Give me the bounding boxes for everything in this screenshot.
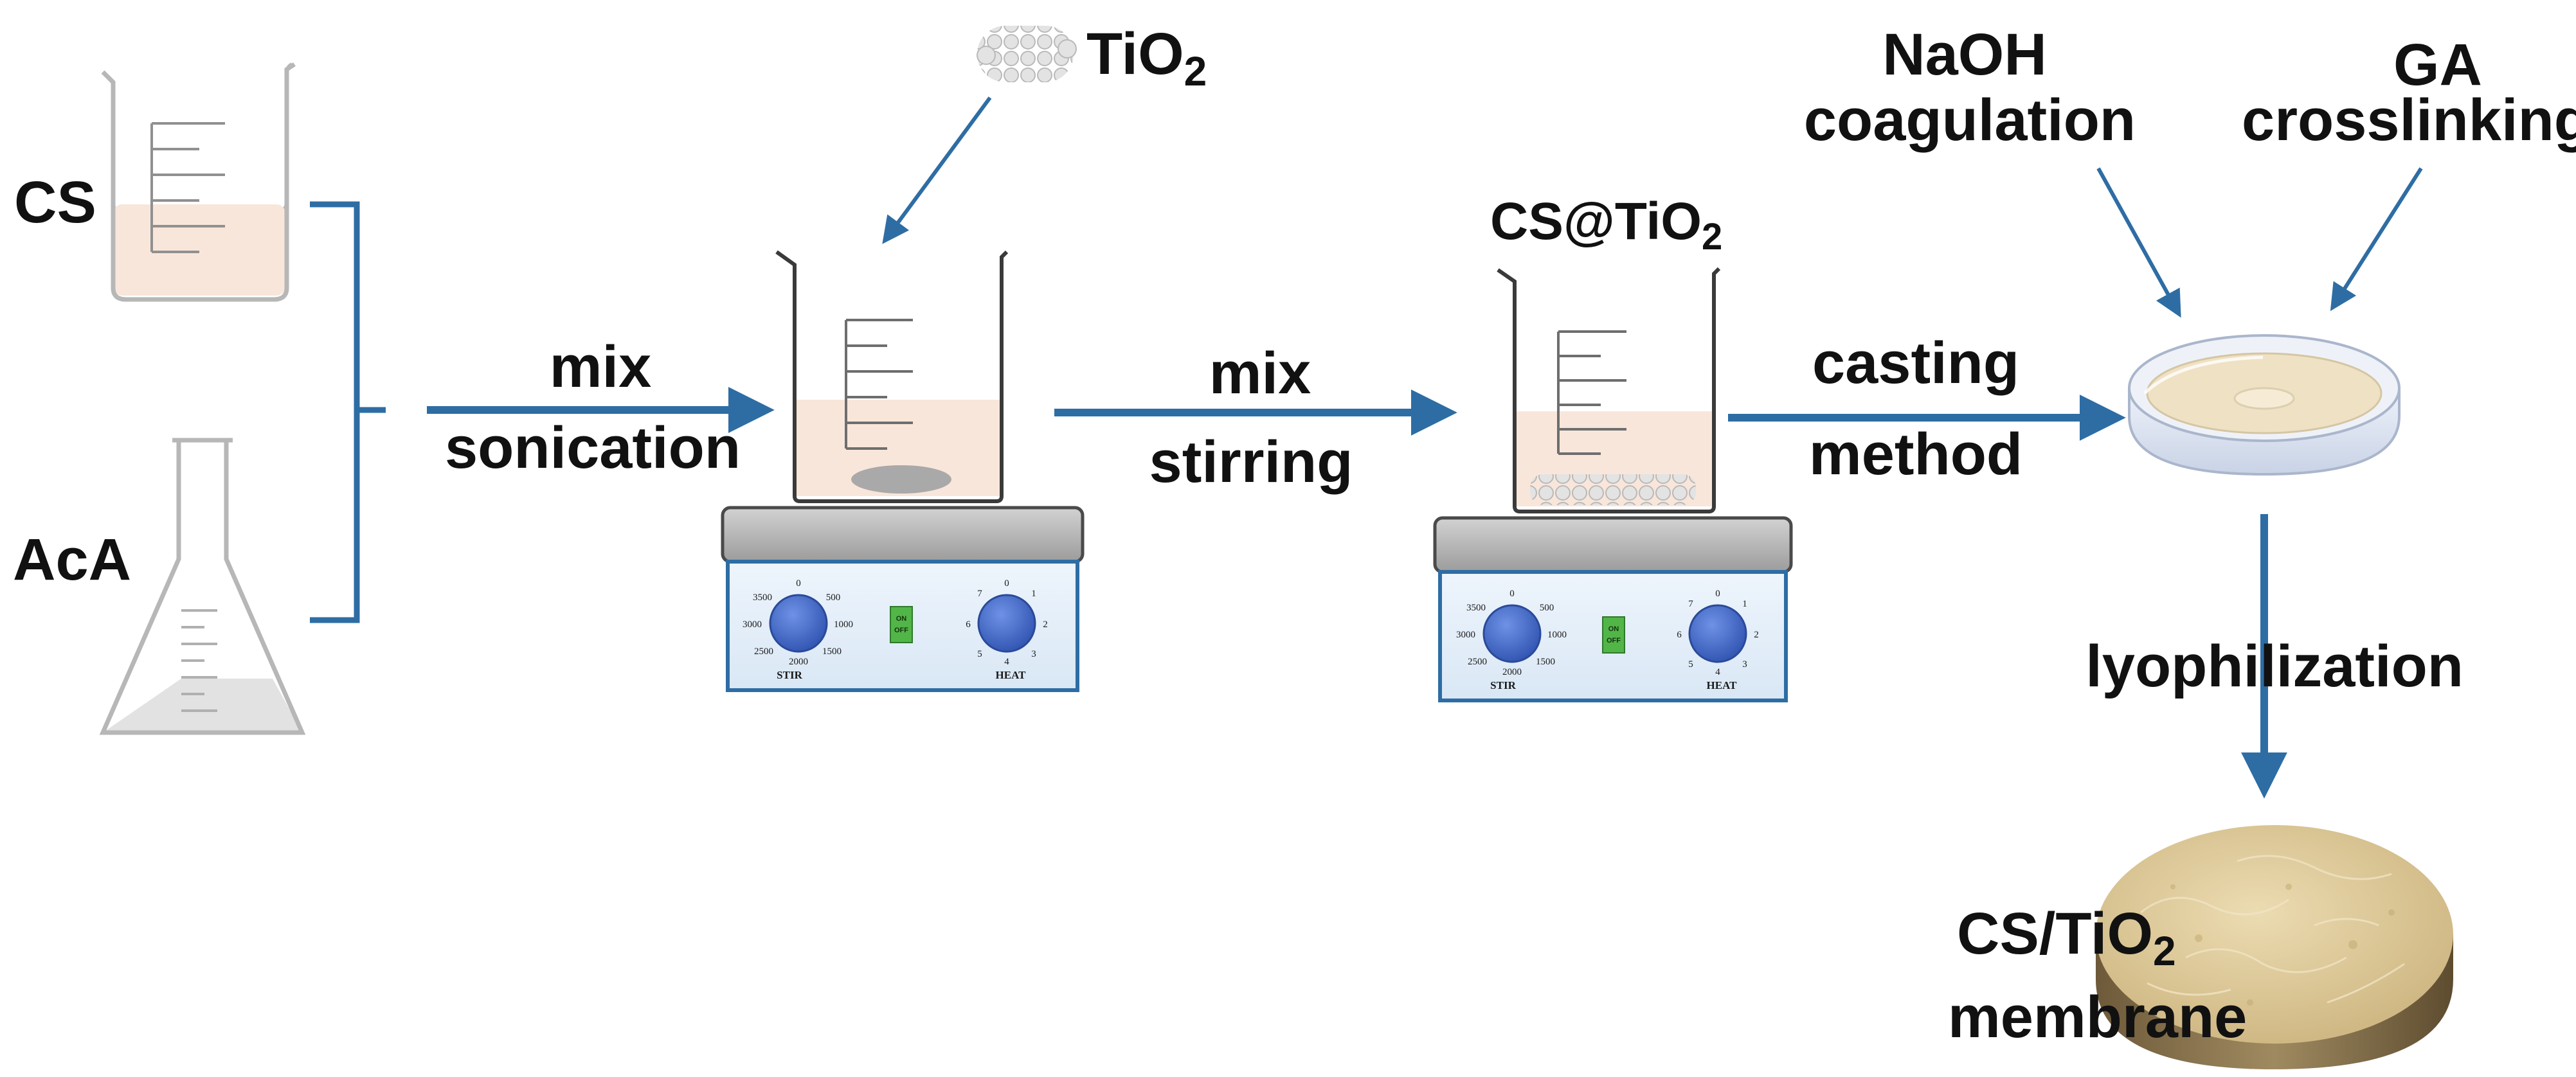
- stir-tick-500: 500: [826, 592, 841, 603]
- stirring-label: stirring: [1149, 429, 1353, 495]
- naoh-arrow: [2096, 167, 2181, 318]
- cs-tio2-label: CS@TiO2: [1490, 192, 1722, 258]
- mix-label-2: mix: [1209, 341, 1311, 406]
- stir-tick-1500: 1500: [822, 646, 842, 657]
- heat2-tick-4: 4: [1715, 667, 1720, 677]
- ga-arrow: [2330, 167, 2423, 312]
- beaker-composite: [1497, 267, 1721, 513]
- heat-tick-2: 2: [1043, 619, 1048, 630]
- stir-tick-0: 0: [796, 578, 801, 589]
- stir-tick-3500: 3500: [753, 592, 772, 603]
- stirrer-hotplate-1: 0 500 1000 1500 2000 2500 3000 3500 STIR…: [721, 506, 1085, 692]
- heat2-caption: HEAT: [1707, 679, 1738, 691]
- heat2-tick-0: 0: [1715, 589, 1720, 599]
- heat2-tick-1: 1: [1742, 599, 1747, 609]
- on-off-switch[interactable]: [890, 606, 913, 643]
- aca-flask: [99, 438, 306, 735]
- heat-tick-0: 0: [1004, 578, 1009, 589]
- mix-label: mix: [550, 334, 652, 400]
- switch2-on-label: ON: [1608, 625, 1619, 633]
- membrane-label-line2: membrane: [1948, 984, 2247, 1050]
- heat-tick-7: 7: [977, 589, 982, 599]
- settled-tio2-particles: [1530, 474, 1696, 505]
- stir-tick-2000: 2000: [789, 657, 808, 667]
- stir-caption: STIR: [777, 669, 802, 681]
- casting-label: casting: [1812, 330, 2019, 396]
- tio2-label: TiO2: [1086, 21, 1207, 94]
- aca-label: AcA: [13, 527, 131, 592]
- stir-knob-2[interactable]: [1482, 604, 1542, 663]
- heat-tick-1: 1: [1031, 589, 1036, 599]
- crosslinking-label: crosslinking: [2242, 87, 2576, 153]
- tio2-label-main: TiO: [1086, 21, 1184, 87]
- heat-tick-6: 6: [966, 619, 971, 630]
- stir-tick-3000: 3000: [743, 619, 762, 630]
- stir2-tick-3000: 3000: [1456, 630, 1475, 640]
- heat-caption: HEAT: [996, 669, 1027, 681]
- stir-tick-2500: 2500: [754, 646, 773, 657]
- method-label: method: [1809, 422, 2022, 487]
- merge-bracket: [310, 201, 386, 623]
- coagulation-label: coagulation: [1804, 87, 2136, 153]
- beaker-dispersion: [775, 250, 1009, 503]
- heat-tick-4: 4: [1004, 657, 1009, 667]
- ga-label: GA: [2393, 32, 2482, 98]
- heat-knob-2[interactable]: [1688, 604, 1747, 663]
- stir2-tick-2500: 2500: [1468, 657, 1487, 667]
- cs-label: CS: [14, 170, 96, 235]
- on-off-switch-2[interactable]: [1602, 616, 1625, 654]
- membrane-label-main: CS/TiO: [1957, 901, 2153, 966]
- cs-tio2-label-subscript: 2: [1702, 216, 1722, 258]
- lyophilization-label: lyophilization: [2085, 634, 2463, 699]
- stir2-tick-0: 0: [1509, 589, 1515, 599]
- heat-knob[interactable]: [977, 594, 1036, 653]
- tio2-label-subscript: 2: [1184, 48, 1207, 94]
- heat2-tick-7: 7: [1688, 599, 1693, 609]
- membrane-disc-icon: [2096, 825, 2453, 1069]
- stir2-caption: STIR: [1490, 679, 1516, 691]
- stirrer-hotplate-2: 0 500 1000 1500 2000 2500 3000 3500 STIR…: [1433, 516, 1793, 702]
- membrane-label-subscript: 2: [2153, 928, 2176, 974]
- stir-knob[interactable]: [769, 594, 828, 653]
- switch-on-label: ON: [896, 615, 907, 623]
- sonication-label: sonication: [445, 415, 741, 481]
- tio2-addition-arrow: [882, 96, 992, 244]
- heat2-tick-5: 5: [1688, 659, 1693, 670]
- stir2-tick-1500: 1500: [1536, 657, 1555, 667]
- stir2-tick-1000: 1000: [1547, 630, 1567, 640]
- membrane-label-line1: CS/TiO2: [1957, 901, 2176, 974]
- stir2-tick-2000: 2000: [1502, 667, 1522, 677]
- heat-tick-5: 5: [977, 649, 982, 659]
- heat-tick-3: 3: [1031, 649, 1036, 659]
- switch-off-label: OFF: [894, 627, 908, 634]
- cs-tio2-label-main: CS@TiO: [1490, 192, 1702, 251]
- stir2-tick-500: 500: [1540, 603, 1554, 613]
- tio2-powder-icon: [977, 26, 1077, 82]
- cs-beaker: [101, 62, 296, 302]
- heat2-tick-6: 6: [1677, 630, 1682, 640]
- naoh-label: NaOH: [1882, 22, 2047, 87]
- stir-tick-1000: 1000: [834, 619, 853, 630]
- stir2-tick-3500: 3500: [1466, 603, 1486, 613]
- switch2-off-label: OFF: [1607, 637, 1621, 645]
- heat2-tick-3: 3: [1742, 659, 1747, 670]
- heat2-tick-2: 2: [1754, 630, 1759, 640]
- petri-dish-icon: [2128, 334, 2400, 476]
